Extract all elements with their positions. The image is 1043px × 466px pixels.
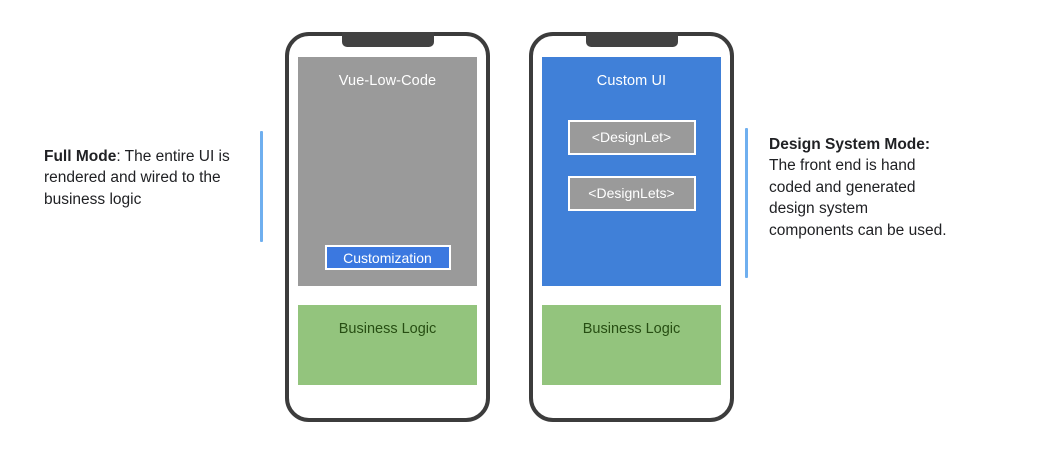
business-logic-panel-left: Business Logic (298, 305, 477, 385)
phone-screen-right: Custom UI <DesignLet> <DesignLets> Busin… (533, 36, 730, 418)
designlets-component[interactable]: <DesignLets> (567, 175, 696, 211)
accent-bar-right (745, 128, 748, 278)
ui-panel-custom-ui: Custom UI <DesignLet> <DesignLets> (542, 57, 721, 286)
phone-notch-icon (585, 32, 678, 47)
business-logic-label-left: Business Logic (338, 321, 437, 337)
business-logic-label-right: Business Logic (582, 321, 681, 337)
ui-panel-title-right: Custom UI (596, 73, 667, 89)
customization-button[interactable]: Customization (324, 245, 451, 270)
customization-button-wrap: Customization (324, 245, 451, 270)
annotation-design-system-mode: Design System Mode: The front end is han… (769, 134, 954, 241)
ui-panel-title-left: Vue-Low-Code (338, 73, 437, 89)
annotation-full-mode-body: : The entire UI is rendered and wired to… (44, 148, 230, 208)
phone-mockup-full-mode: Vue-Low-Code Customization Business Logi… (285, 32, 490, 422)
annotation-design-system-mode-lead: Design System Mode: (769, 136, 931, 153)
designlet-component-stack: <DesignLet> <DesignLets> (567, 119, 696, 211)
designlet-component[interactable]: <DesignLet> (567, 119, 696, 155)
business-logic-panel-right: Business Logic (542, 305, 721, 385)
phone-screen-left: Vue-Low-Code Customization Business Logi… (289, 36, 486, 418)
annotation-full-mode-lead: Full Mode (44, 148, 117, 165)
annotation-design-system-mode-body: The front end is hand coded and generate… (769, 157, 947, 239)
annotation-full-mode: Full Mode: The entire UI is rendered and… (44, 146, 245, 210)
ui-panel-vue-low-code: Vue-Low-Code Customization (298, 57, 477, 286)
phone-mockup-design-system-mode: Custom UI <DesignLet> <DesignLets> Busin… (529, 32, 734, 422)
phone-notch-icon (341, 32, 434, 47)
accent-bar-left (260, 131, 263, 242)
